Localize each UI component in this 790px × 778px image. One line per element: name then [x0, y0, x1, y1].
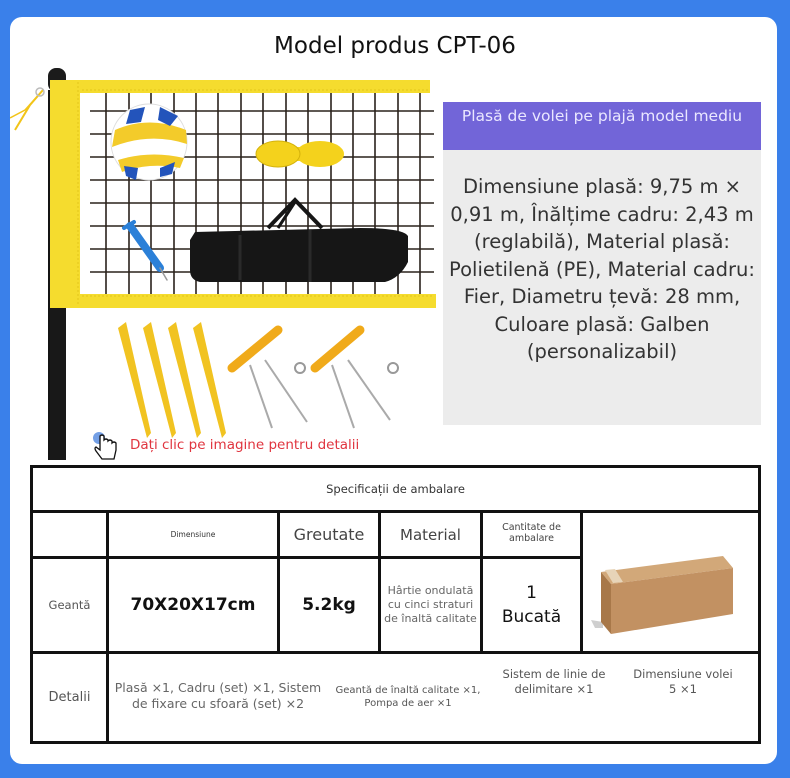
details-item-boundary-line: Sistem de linie de delimitare ×1 — [502, 667, 606, 696]
page-title: Model produs CPT-06 — [274, 33, 516, 59]
click-hint-text: Dați clic pe imagine pentru detalii — [130, 437, 360, 453]
info-panel-header: Plasă de volei pe plajă model mediu — [443, 102, 761, 150]
header-dimension: Dimensiune — [170, 530, 216, 539]
col-divider — [277, 510, 280, 654]
product-info-panel: Plasă de volei pe plajă model mediu Dime… — [443, 102, 761, 425]
volleyball-icon — [110, 103, 188, 181]
product-card: Model produs CPT-06 — [10, 17, 777, 764]
col-divider — [378, 510, 381, 654]
info-panel-body: Dimensiune plasă: 9,75 m × 0,91 m, Înălț… — [449, 175, 755, 363]
row-divider — [33, 556, 583, 559]
bag-weight: 5.2kg — [302, 595, 356, 615]
rope-fixing-kit-icon — [227, 325, 399, 429]
packaging-spec-table: Specificații de ambalare Dimensiune Greu… — [30, 465, 761, 744]
col-divider — [106, 510, 109, 741]
col-divider — [580, 510, 583, 654]
details-item-bag-pump: Geantă de înaltă calitate ×1, Pompa de a… — [335, 684, 481, 709]
quantity-number: 1 — [526, 583, 537, 603]
header-material: Material — [400, 525, 461, 544]
bag-material: Hârtie ondulată cu cinci straturi de îna… — [384, 584, 477, 625]
details-item-net-frame: Plasă ×1, Cadru (set) ×1, Sistem de fixa… — [114, 679, 322, 711]
product-image[interactable] — [10, 50, 440, 460]
bag-dimension: 70X20X17cm — [130, 595, 256, 615]
header-weight: Greutate — [293, 525, 365, 544]
col-divider — [480, 510, 483, 654]
header-quantity: Cantitate de ambalare — [502, 521, 561, 544]
hand-pointer-icon — [93, 432, 117, 460]
ground-stakes-icon — [118, 322, 226, 438]
cardboard-box-image — [591, 556, 733, 634]
row-divider — [33, 651, 758, 654]
row-divider — [33, 510, 758, 513]
table-title: Specificații de ambalare — [326, 482, 465, 496]
row-label-details: Detalii — [48, 690, 91, 705]
quantity-unit: Bucată — [501, 607, 562, 627]
details-item-volleyball: Dimensiune volei 5 ×1 — [633, 667, 733, 696]
air-pump-icon — [122, 220, 168, 281]
carry-bag-icon — [190, 197, 408, 282]
click-for-details-hint[interactable]: Dați clic pe imagine pentru detalii — [88, 424, 359, 464]
boundary-strap-icon — [255, 140, 344, 168]
bag-quantity: 1 Bucată — [483, 559, 580, 651]
row-label-bag: Geantă — [48, 598, 91, 612]
